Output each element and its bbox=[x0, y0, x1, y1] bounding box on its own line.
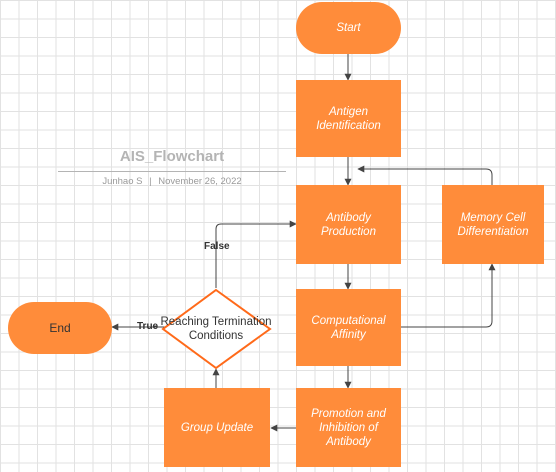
decision-label: Reaching Termination Conditions bbox=[160, 316, 272, 342]
edge-affinity-to-memory bbox=[401, 263, 496, 328]
promotion-inhibition-node: Promotion and Inhibition of Antibody bbox=[296, 388, 401, 467]
decision-diamond bbox=[161, 288, 272, 370]
edge-label-false: False bbox=[204, 241, 230, 252]
end-node: End bbox=[8, 302, 112, 354]
group-update-node: Group Update bbox=[164, 388, 270, 467]
edge-label-true: True bbox=[137, 321, 159, 332]
edge-memory-to-antibody bbox=[357, 165, 493, 185]
diagram-title: AIS_Flowchart bbox=[119, 148, 225, 165]
title-underline bbox=[58, 171, 286, 172]
diagram-subtitle: Junhao S | November 26, 2022 bbox=[58, 176, 286, 187]
author: Junhao S bbox=[102, 176, 143, 187]
subtitle-separator: | bbox=[149, 176, 152, 187]
date: November 26, 2022 bbox=[158, 176, 242, 187]
antibody-production-node: Antibody Production bbox=[296, 185, 401, 264]
computational-affinity-node: Computational Affinity bbox=[296, 289, 401, 366]
start-node: Start bbox=[296, 2, 401, 54]
antigen-identification-node: Antigen Identification bbox=[296, 80, 401, 157]
memory-cell-node: Memory Cell Differentiation bbox=[442, 185, 544, 264]
edge-decision-false bbox=[215, 220, 297, 288]
